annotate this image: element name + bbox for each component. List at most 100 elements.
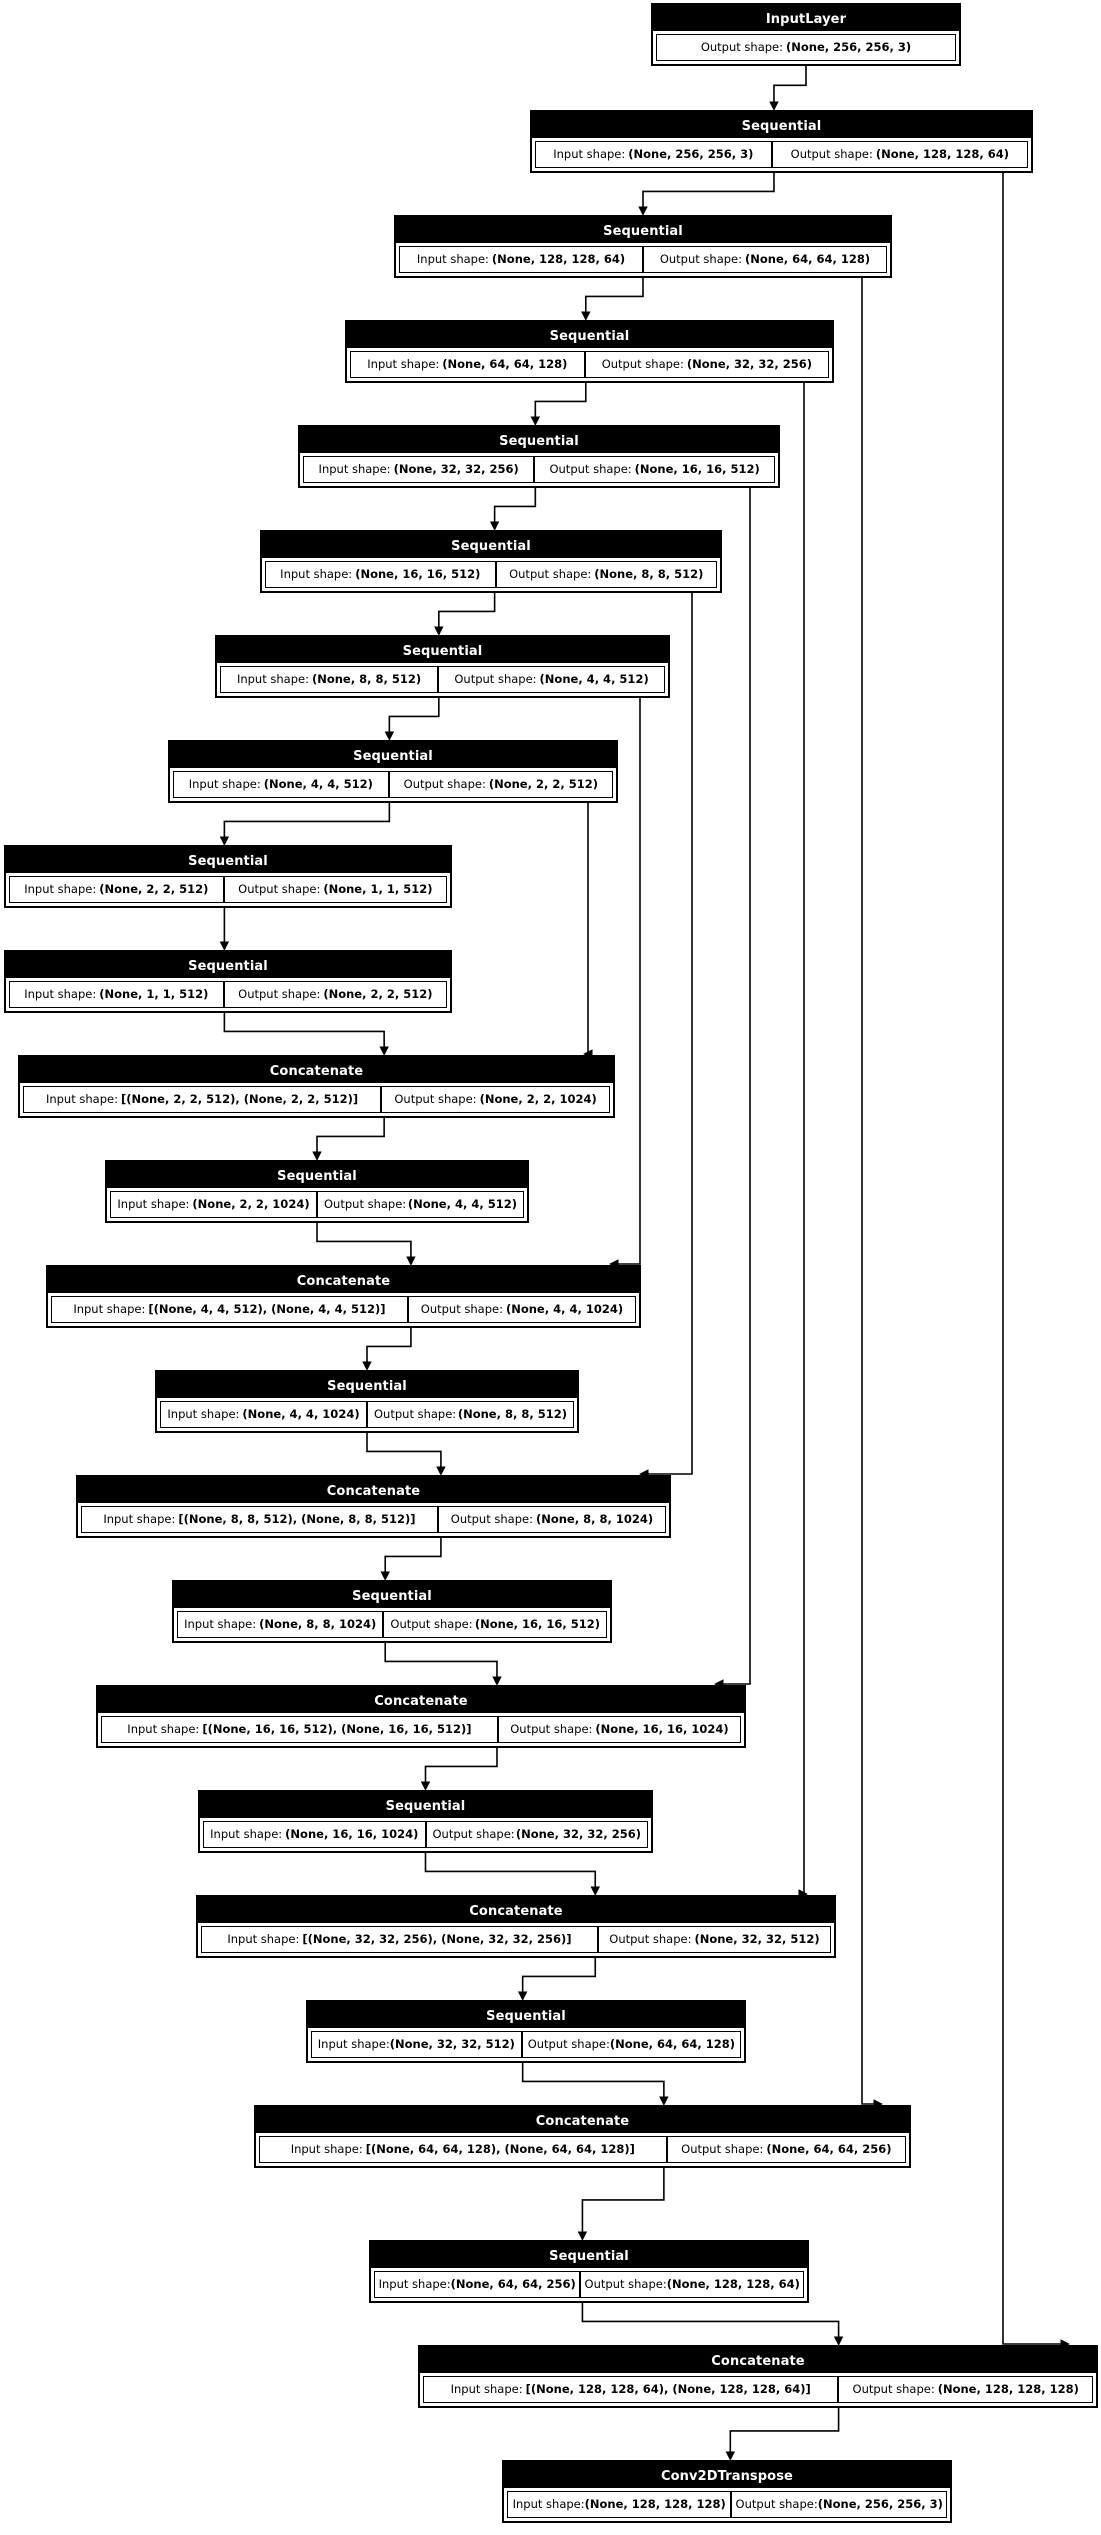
output-shape-cell-label: Output shape: xyxy=(238,882,321,896)
output-shape-cell-value: (None, 32, 32, 256) xyxy=(686,357,813,371)
input-shape-cell-label: Input shape: xyxy=(280,567,353,581)
input-shape-cell-label: Input shape: xyxy=(24,987,97,1001)
edge xyxy=(517,1958,597,2001)
input-shape-cell-value: (None, 4, 4, 1024) xyxy=(242,1407,360,1421)
layer-node-title: Sequential xyxy=(217,637,668,663)
layer-node-shapes: Input shape:[(None, 128, 128, 64), (None… xyxy=(420,2373,1096,2406)
edge xyxy=(362,1328,412,1371)
edge xyxy=(489,488,537,531)
output-shape-cell-value: (None, 64, 64, 256) xyxy=(766,2142,892,2156)
output-shape-cell-label: Output shape: xyxy=(601,357,684,371)
output-shape-cell-label: Output shape: xyxy=(454,672,537,686)
output-shape-cell-label: Output shape: xyxy=(403,777,486,791)
layer-node-shapes: Input shape:(None, 2, 2, 512) Output shap… xyxy=(6,873,450,906)
output-shape-cell: Output shape:(None, 16, 16, 512) xyxy=(534,456,776,483)
output-shape-cell: Output shape:(None, 16, 16, 512) xyxy=(383,1611,608,1638)
input-shape-cell: Input shape:(None, 32, 32, 256) xyxy=(303,456,535,483)
layer-node-title: Sequential xyxy=(157,1372,577,1398)
input-shape-cell-value: (None, 2, 2, 1024) xyxy=(192,1197,310,1211)
edge xyxy=(580,278,644,321)
input-shape-cell-value: (None, 8, 8, 1024) xyxy=(259,1617,377,1631)
output-shape-cell-label: Output shape: xyxy=(374,1407,457,1421)
layer-node-shapes: Input shape:(None, 1, 1, 512)Output shap… xyxy=(6,978,450,1011)
input-shape-cell-value: (None, 16, 16, 512) xyxy=(355,567,481,581)
input-shape-cell-label: Input shape: xyxy=(188,777,261,791)
input-shape-cell: Input shape:[(None, 64, 64, 128), (None,… xyxy=(259,2136,667,2163)
output-shape-cell: Output shape:(None, 2, 2, 512) xyxy=(223,981,448,1008)
input-shape-cell: Input shape:(None, 4, 4, 1024) xyxy=(160,1401,367,1428)
input-shape-cell-value: (None, 2, 2, 512) xyxy=(99,882,209,896)
layer-node-title: Sequential xyxy=(174,1582,610,1608)
input-shape-cell-value: (None, 256, 256, 3) xyxy=(628,147,754,161)
output-shape-cell-label: Output shape: xyxy=(324,1197,407,1211)
output-shape-cell-value: (None, 16, 16, 512) xyxy=(634,462,760,476)
layer-node-title: Concatenate xyxy=(78,1477,669,1503)
edge xyxy=(577,2168,665,2241)
edge xyxy=(420,1748,498,1791)
layer-node-title: Sequential xyxy=(200,1792,651,1818)
input-shape-cell-label: Input shape: xyxy=(416,252,489,266)
layer-node-title: Conv2DTranspose xyxy=(504,2462,950,2488)
input-shape-cell-label: Input shape: xyxy=(45,1092,118,1106)
edge xyxy=(530,383,587,426)
layer-node-shapes: Input shape:(None, 8, 8, 512)Output shap… xyxy=(217,663,668,696)
output-shape-cell-value: (None, 128, 128, 64) xyxy=(875,147,1009,161)
input-shape-cell: Input shape:[(None, 128, 128, 64), (None… xyxy=(423,2376,839,2403)
edge xyxy=(316,1223,416,1266)
output-shape-cell-label: Output shape: xyxy=(735,2497,818,2511)
input-shape-cell: Input shape:[(None, 8, 8, 512), (None, 8… xyxy=(81,1506,438,1533)
output-shape-cell: Output shape:(None, 128, 128, 128) xyxy=(838,2376,1094,2403)
edge xyxy=(581,2303,844,2346)
output-shape-cell: Output shape:(None, 256, 256, 3) xyxy=(731,2491,948,2518)
edge xyxy=(312,1118,385,1161)
output-shape-cell: Output shape:(None, 4, 4, 512) xyxy=(438,666,666,693)
layer-node-title: Sequential xyxy=(6,952,450,978)
input-shape-cell-label: Input shape: xyxy=(167,1407,240,1421)
input-shape-cell-label: Input shape: xyxy=(317,2037,390,2051)
output-shape-cell: Output shape:(None, 8, 8, 512) xyxy=(367,1401,574,1428)
input-shape-cell: Input shape:(None, 256, 256, 3) xyxy=(535,141,772,168)
layer-node-shapes: Input shape:(None, 32, 32, 512)Output sh… xyxy=(308,2028,744,2061)
output-shape-cell-value: (None, 2, 2, 512) xyxy=(323,987,433,1001)
output-shape-cell-value: (None, 4, 4, 1024) xyxy=(505,1302,624,1316)
input-shape-cell: Input shape:(None, 64, 64, 256) xyxy=(374,2271,581,2298)
input-shape-cell-label: Input shape: xyxy=(117,1197,190,1211)
output-shape-cell-label: Output shape: xyxy=(527,2037,610,2051)
output-shape-cell: Output shape:(None, 16, 16, 1024) xyxy=(497,1716,742,1743)
input-shape-cell: Input shape:(None, 2, 2, 512) xyxy=(9,876,224,903)
input-shape-cell-value: (None, 64, 64, 256) xyxy=(450,2277,576,2291)
layer-node-shapes: Input shape:[(None, 4, 4, 512), (None, 4… xyxy=(48,1293,639,1326)
layer-node-shapes: Input shape:(None, 256, 256, 3)Output sh… xyxy=(532,138,1031,171)
layer-node-shapes: Output shape:(None, 256, 256, 3) xyxy=(653,31,959,64)
layer-node-shapes: Input shape:(None, 32, 32, 256)Output sh… xyxy=(300,453,778,486)
output-shape-cell: Output shape:(None, 2, 2, 512) xyxy=(388,771,614,798)
output-shape-cell-label: Output shape: xyxy=(238,987,321,1001)
edge xyxy=(380,1538,442,1581)
output-shape-cell-label: Output shape: xyxy=(432,1827,515,1841)
